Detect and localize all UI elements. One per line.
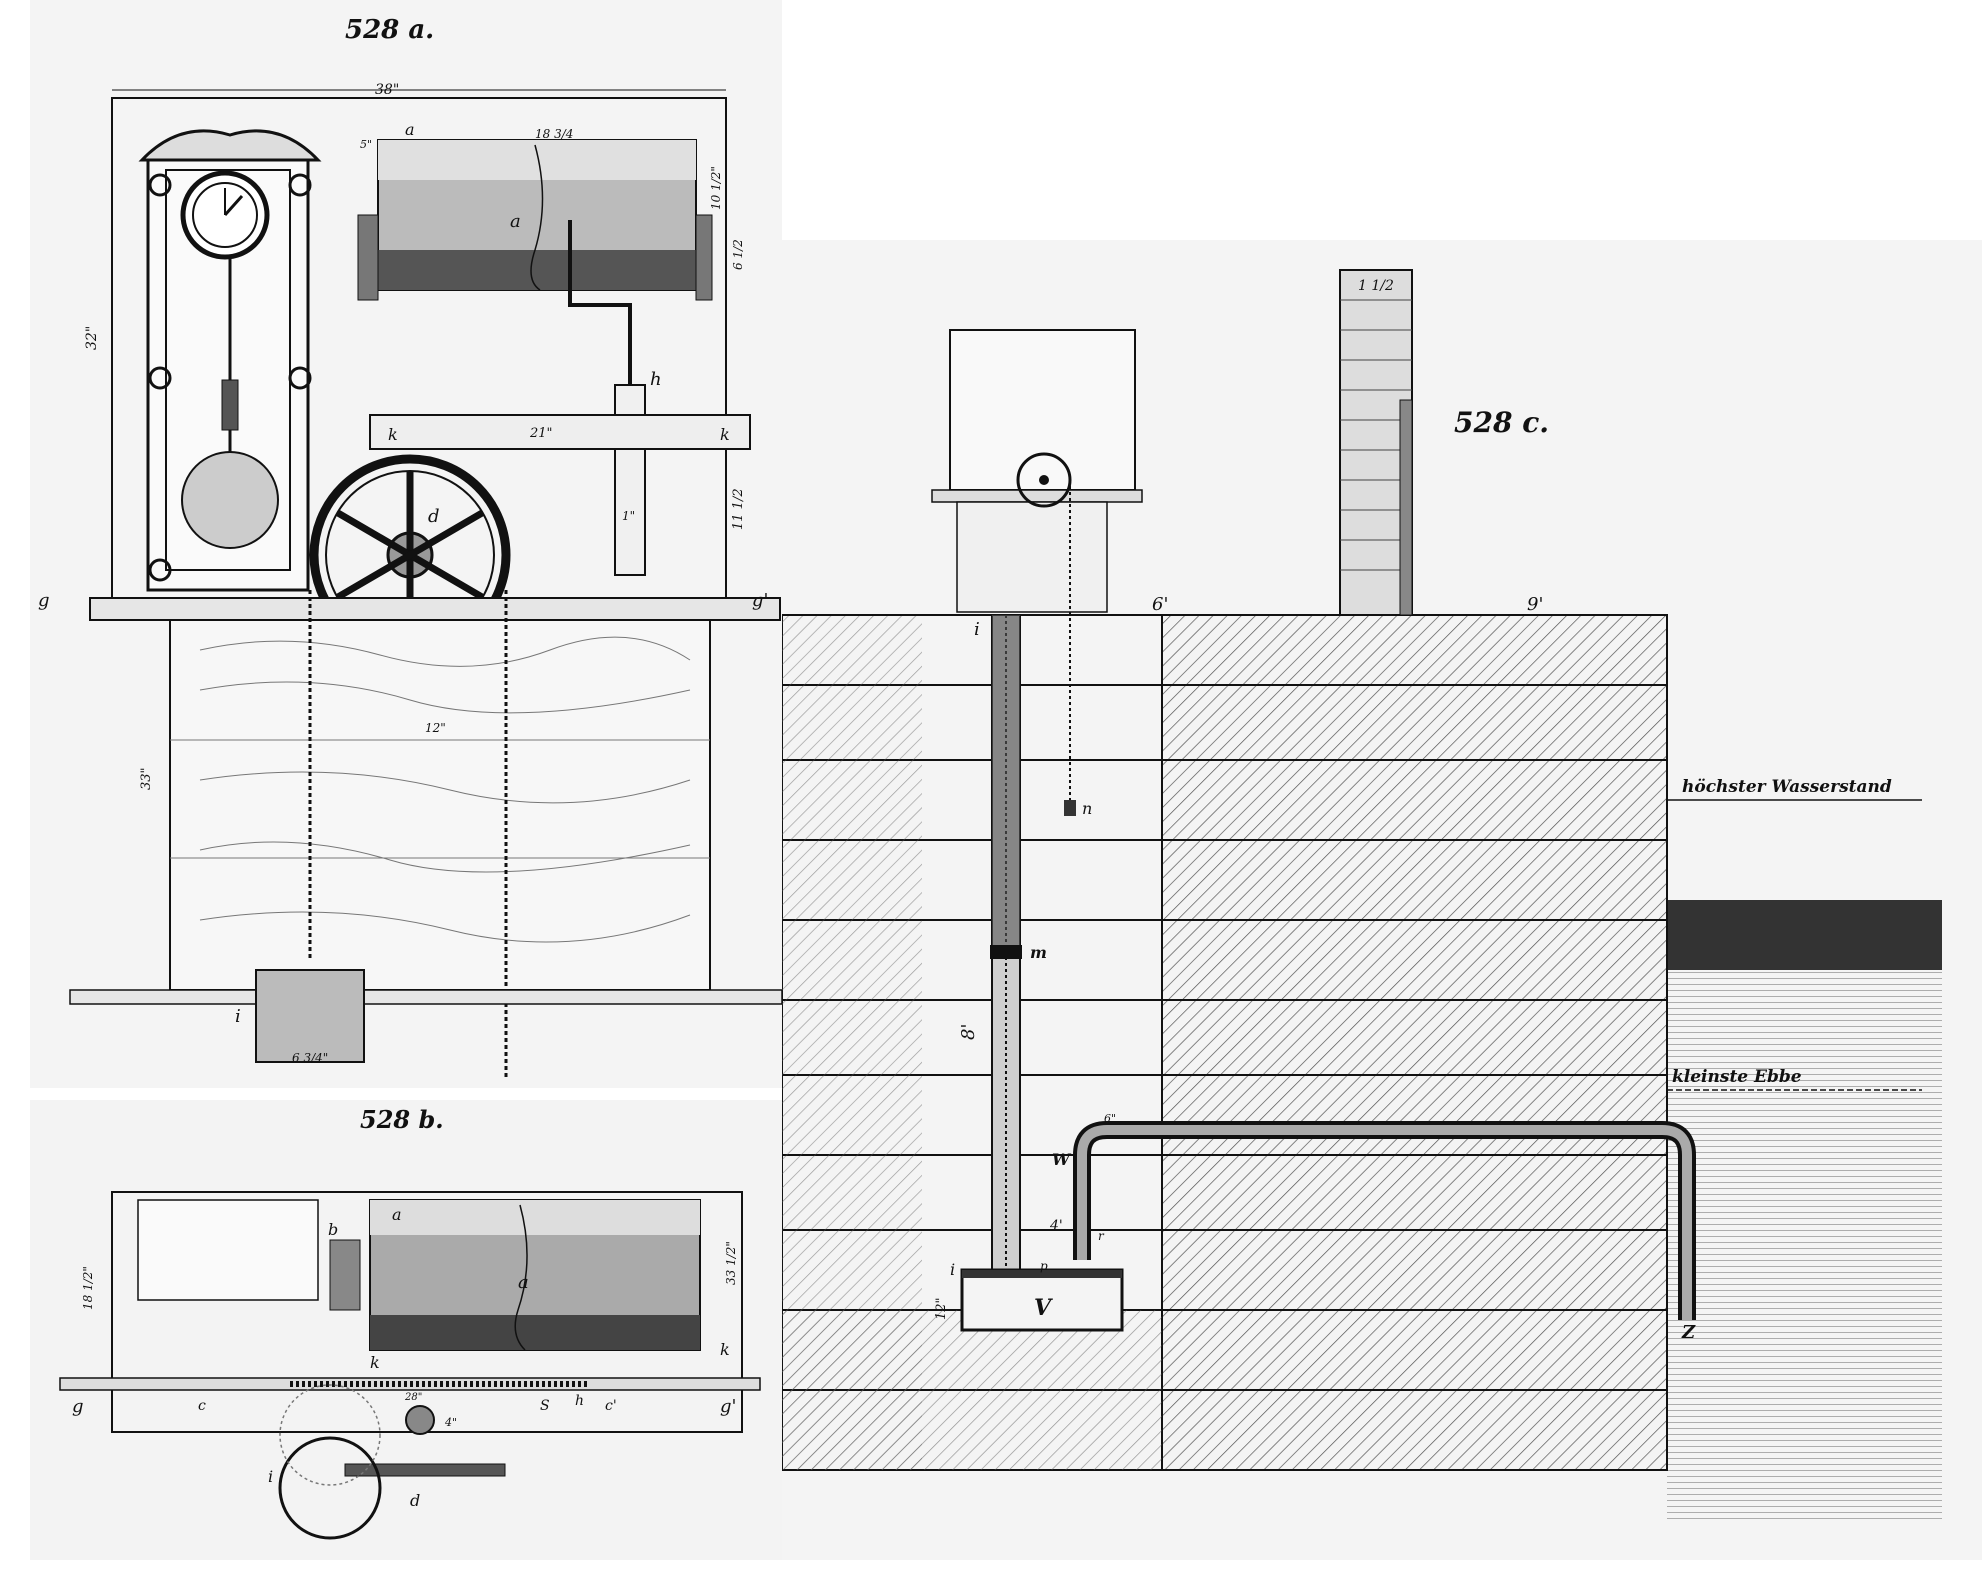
shaft-chain-dark [992,615,1020,955]
letter-p: p [1040,1259,1048,1273]
letter-g-prime: g' [752,590,768,611]
figure-528a-title: 528 a. [345,15,434,45]
float-m [990,945,1022,959]
dim-1-5: 1 1/2 [1358,278,1394,294]
letter-c: c [198,1398,206,1414]
letter-k-right: k [720,425,730,444]
letter-a-top-b: a [392,1205,402,1224]
letter-i-c-top: i [974,619,980,640]
letter-k-left: k [388,425,398,444]
figure-528c-panel: 528 c. höchster Wasserstand kleinste Ebb… [782,240,1982,1560]
weight-cylinder [255,969,365,1063]
figure-528b-panel: 528 b. a a b k k 18 1/2" 33 1/2" g g' c … [30,1100,782,1560]
weight-circle-plan [278,1436,382,1540]
base-masonry-hatch [782,1310,1162,1470]
table-top [89,597,781,621]
figure-528b-title: 528 b. [360,1105,444,1134]
shelf [931,489,1143,503]
letter-W: W [1052,1150,1072,1169]
figure-528c-drawing: 528 c. höchster Wasserstand kleinste Ebb… [782,269,1942,1520]
figure-528a-drawing: 528 a. 38" 32" a a 18 3/4 5" 10 1/2" 6 1… [38,15,782,1080]
drum-cylinder [357,139,713,301]
water-body [1667,900,1942,1520]
letter-i: i [235,1006,241,1027]
dim-11-5: 11 1/2 [731,488,746,530]
clock-box [949,329,1136,491]
letter-g-b: g [72,1396,84,1417]
dim-6in: 6" [1104,1112,1116,1125]
letter-k-b-right: k [720,1340,730,1359]
floor-plank [69,989,782,1005]
letter-i-b: i [268,1467,273,1486]
water-surface-dark [1667,900,1942,970]
dim-10-5: 10 1/2" [709,166,723,210]
letter-a-top: a [405,120,415,139]
letter-Z: Z [1681,1322,1696,1343]
dim-33in: 33" [139,767,154,790]
letter-a-drum: a [510,211,521,232]
intake-pipe-inner [1077,1125,1692,1320]
letter-k-b-left: k [370,1353,380,1372]
guide-rail [369,414,751,450]
wheel-hub-plan [405,1405,435,1435]
clock-case [138,129,322,592]
letter-i-c-bottom: i [950,1260,955,1279]
letter-b: b [328,1220,338,1239]
letter-h-b: h [575,1393,584,1409]
shelf-support [956,501,1108,613]
figure-528a-panel: 528 a. 38" 32" a a 18 3/4 5" 10 1/2" 6 1… [30,0,782,1088]
dim-4ft: 4' [1049,1218,1063,1234]
dim-4in: 4" [444,1416,457,1429]
letter-V: V [1034,1295,1053,1321]
dim-9ft: 9' [1527,594,1543,615]
figure-528c-title: 528 c. [1454,406,1549,439]
letter-d: d [428,506,440,527]
dim-12in-c: 12" [934,1297,949,1320]
clock-housing-plan [137,1199,319,1301]
wheel-plan [344,1463,506,1477]
dim-21in: 21" [529,426,553,441]
dim-33-5: 33 1/2" [724,1241,738,1285]
wooden-cabinet [169,619,711,991]
dim-1in: 1" [622,509,635,523]
dim-5in: 5" [360,138,372,151]
low-water-label: kleinste Ebbe [1672,1067,1802,1087]
masonry-wall [1161,614,1668,1471]
letter-n: n [1082,799,1092,818]
chimney-strip [1399,399,1413,616]
weight-circle-dotted [279,1384,381,1486]
high-water-label: höchster Wasserstand [1682,777,1892,797]
figure-528b-drawing: 528 b. a a b k k 18 1/2" 33 1/2" g g' c … [59,1105,761,1540]
letter-d-b: d [410,1491,420,1510]
pulley-hub [1039,475,1049,485]
letter-g: g [38,590,50,611]
letter-m: m [1030,943,1047,962]
letter-r: r [1098,1229,1105,1243]
gear-train [329,1239,361,1311]
wood-grain [170,636,710,943]
letter-a-drum-b: a [518,1272,529,1293]
dim-6ft: 6' [1152,594,1168,615]
letter-g-prime-b: g' [720,1396,736,1417]
letter-S: S [540,1398,550,1414]
dim-8ft: 8' [958,1024,979,1040]
dim-18-5: 18 1/2" [81,1266,95,1310]
dim-12in: 12" [425,721,446,735]
drum-plan-view [369,1199,701,1351]
dim-6-5: 6 1/2 [731,239,745,270]
dim-drum-length: 18 3/4 [535,127,573,141]
dim-6-75: 6 3/4" [292,1051,328,1065]
vertical-rod [614,384,646,576]
letter-h: h [650,369,662,390]
dim-height-label: 32" [84,326,100,350]
tank-lid [962,1270,1122,1278]
counterweight-n [1064,800,1076,816]
tank-V [960,1268,1124,1332]
dim-28in: 28" [404,1392,422,1403]
dim-width-label: 38" [375,82,399,98]
crank-arm [568,220,632,390]
letter-c-prime: c' [605,1398,617,1414]
